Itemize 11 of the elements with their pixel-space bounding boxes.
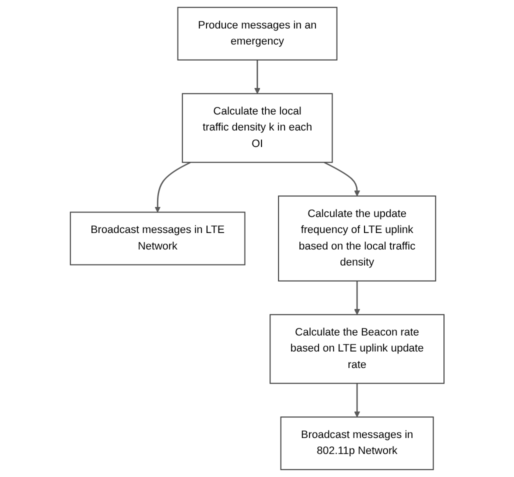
- arrow: [354, 383, 360, 418]
- arrow: [254, 60, 260, 94]
- arrow: [354, 280, 360, 315]
- node-box: Calculate the update frequency of LTE uplink based on the local traffic density: [278, 196, 436, 282]
- node-box: Calculate the local traffic density k in each OI: [182, 93, 333, 163]
- arrow: [154, 162, 191, 212]
- node-box: Broadcast messages in 802.11p Network: [280, 416, 434, 470]
- node-box: Broadcast messages in LTE Network: [70, 212, 246, 266]
- node-box: Produce messages in an emergency: [177, 6, 338, 60]
- arrow: [324, 162, 360, 196]
- node-box: Calculate the Beacon rate based on LTE uplink update rate: [269, 314, 444, 384]
